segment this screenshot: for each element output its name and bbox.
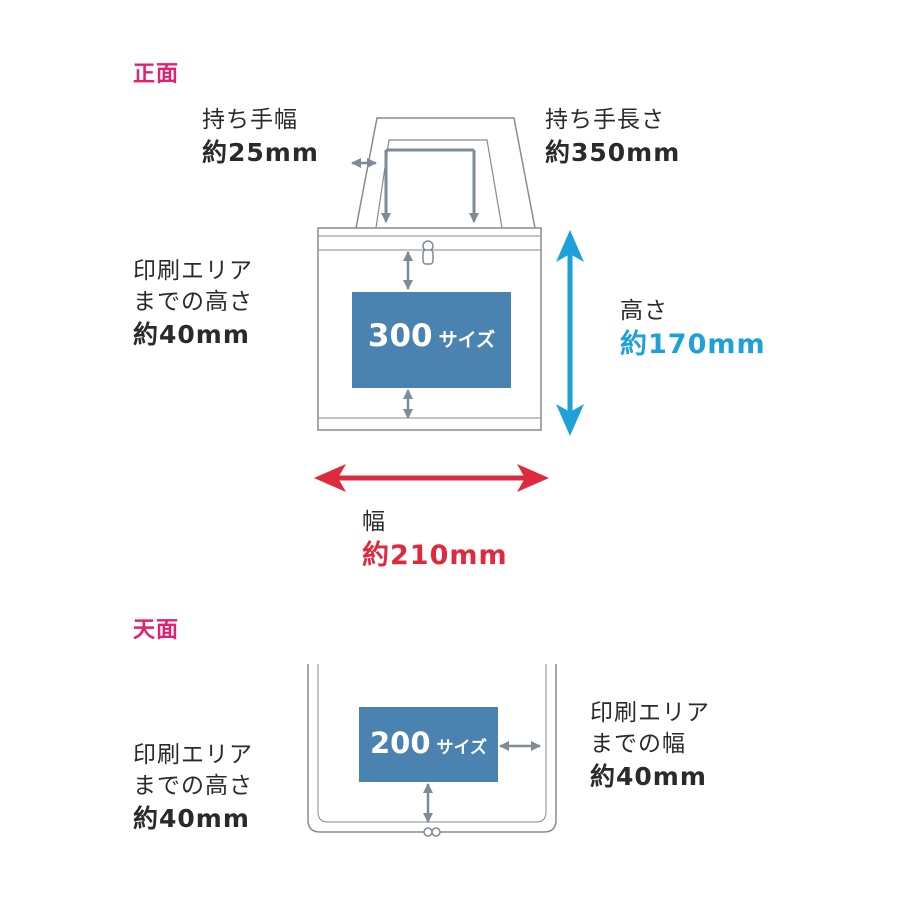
- handle-width-label: 持ち手幅 約25mm: [202, 105, 319, 170]
- front-print-height-line2: までの高さ: [133, 289, 253, 316]
- height-arrow: [556, 230, 584, 436]
- height-label: 高さ 約170mm: [620, 296, 766, 363]
- handle-length-value: 約350mm: [545, 138, 681, 168]
- handle-length-title: 持ち手長さ: [545, 107, 665, 133]
- zipper-icon: [422, 240, 434, 265]
- zipper-icon: [423, 827, 441, 837]
- width-label: 幅 約210mm: [362, 507, 508, 574]
- top-print-size-number: 200: [369, 726, 431, 760]
- handle-length-label: 持ち手長さ 約350mm: [545, 105, 680, 170]
- top-print-area: [359, 707, 498, 782]
- handle-width-value: 約25mm: [202, 138, 319, 168]
- width-value: 約210mm: [362, 540, 508, 572]
- top-print-width-value: 約40mm: [590, 762, 707, 792]
- top-print-height-line2: までの高さ: [133, 773, 253, 800]
- top-print-width-label: 印刷エリア までの幅 約40mm: [590, 698, 710, 794]
- front-print-height-line1: 印刷エリア: [133, 258, 253, 284]
- handle-width-title: 持ち手幅: [202, 107, 298, 133]
- width-arrow: [314, 464, 549, 492]
- front-handle: [355, 117, 536, 229]
- front-print-size-number: 300: [367, 318, 433, 354]
- front-print-size-suffix: サイズ: [438, 329, 496, 351]
- top-bag: [307, 664, 557, 837]
- height-value: 約170mm: [620, 329, 766, 361]
- top-print-width-line1: 印刷エリア: [590, 700, 710, 726]
- width-title: 幅: [362, 509, 386, 535]
- top-print-height-label: 印刷エリア までの高さ 約40mm: [133, 740, 253, 836]
- top-print-width-line2: までの幅: [590, 731, 686, 758]
- front-print-area: [352, 292, 511, 388]
- top-print-height-value: 約40mm: [133, 804, 250, 834]
- front-bag: [317, 117, 542, 431]
- front-heading: 正面: [133, 62, 180, 87]
- top-print-height-line1: 印刷エリア: [133, 742, 253, 768]
- front-print-height-value: 約40mm: [133, 320, 250, 350]
- height-title: 高さ: [620, 298, 668, 324]
- front-print-height-label: 印刷エリア までの高さ 約40mm: [133, 256, 253, 352]
- top-heading: 天面: [133, 618, 180, 643]
- top-print-size-suffix: サイズ: [436, 738, 488, 758]
